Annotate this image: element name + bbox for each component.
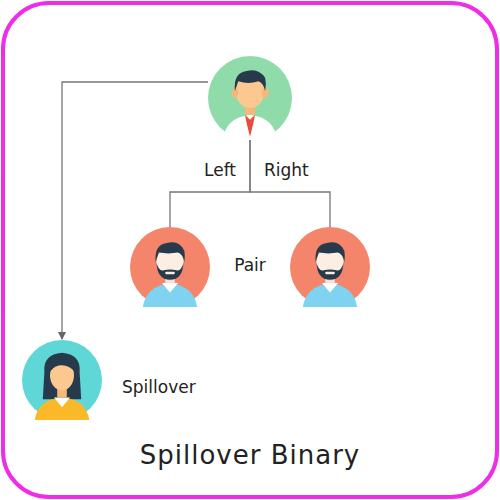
branch-label: Right bbox=[264, 160, 309, 180]
avatar-node: Spillover bbox=[22, 340, 102, 420]
diagram-caption: Spillover Binary bbox=[140, 440, 360, 470]
avatar-node bbox=[130, 227, 210, 307]
branch-label: Left bbox=[204, 160, 236, 180]
avatar-icon bbox=[290, 227, 370, 307]
avatar-icon bbox=[208, 56, 292, 140]
avatar-node bbox=[208, 56, 292, 140]
avatar-node bbox=[290, 227, 370, 307]
tree-connector bbox=[170, 140, 250, 227]
rounded-border bbox=[3, 3, 497, 497]
node-label: Spillover bbox=[122, 377, 196, 397]
tree-connector bbox=[62, 82, 208, 339]
avatar-icon bbox=[22, 340, 102, 420]
group-label: Pair bbox=[234, 255, 266, 275]
avatar-icon bbox=[130, 227, 210, 307]
tree-connector bbox=[250, 140, 330, 227]
